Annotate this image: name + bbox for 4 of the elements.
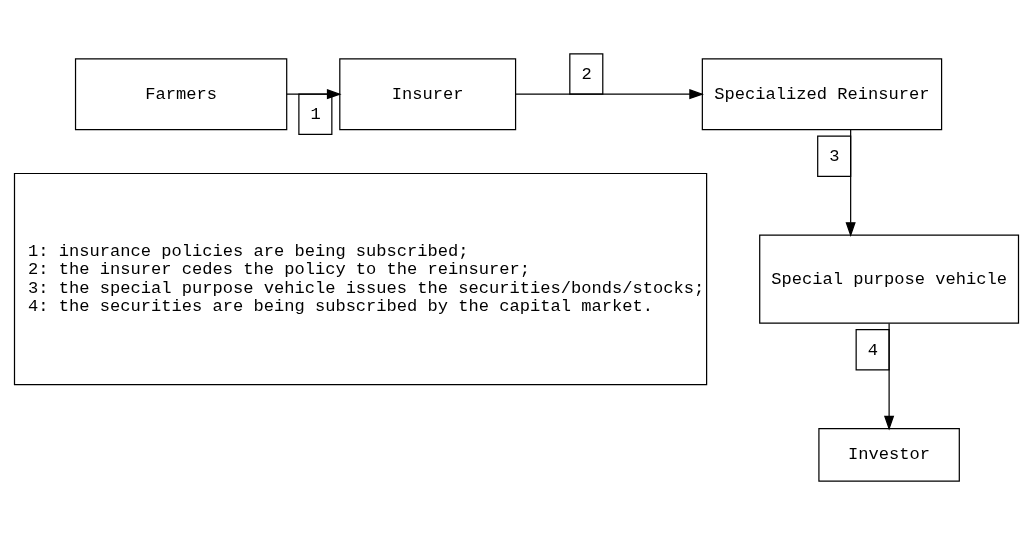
edge-label: 1 [309,105,321,125]
edge-label: 4 [867,340,878,360]
edge-label: 3 [828,147,840,167]
edge-label: 2 [580,65,592,85]
